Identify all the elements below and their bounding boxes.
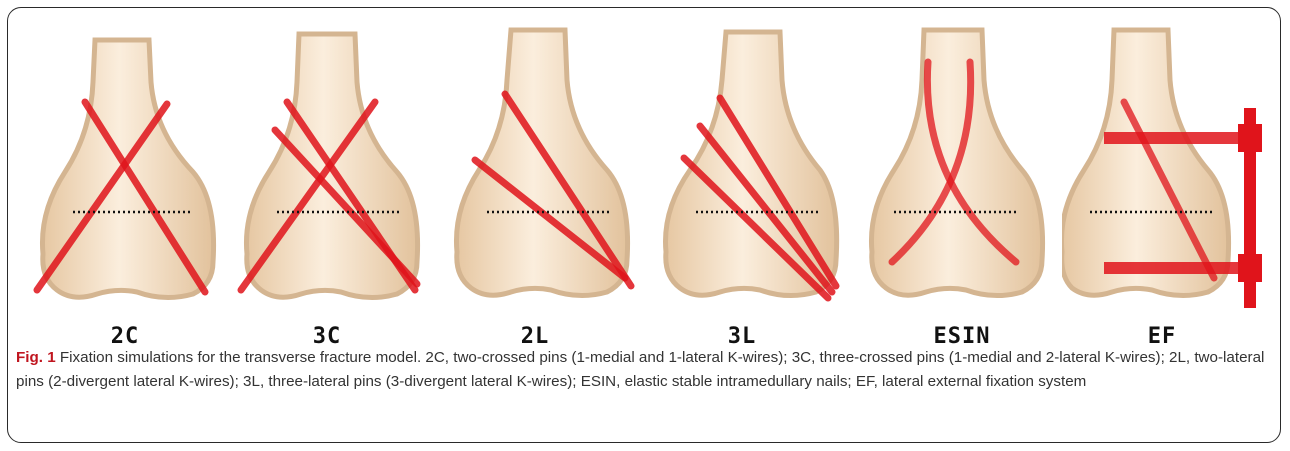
bone-illustration-2l bbox=[435, 22, 635, 322]
bone-illustration-2c bbox=[25, 22, 225, 322]
bone-illustration-ef bbox=[1062, 22, 1272, 322]
bone-illustration-3l bbox=[642, 22, 842, 322]
figure-caption: Fig. 1 Fixation simulations for the tran… bbox=[16, 346, 1274, 394]
panel-2c: 2C bbox=[25, 22, 225, 322]
figure-panels: 2C 3C 2L 3L bbox=[0, 0, 1290, 340]
panel-ef: EF bbox=[1062, 22, 1262, 322]
caption-text: Fixation simulations for the transverse … bbox=[16, 349, 1264, 390]
bone-illustration-esin bbox=[862, 22, 1062, 322]
panel-2l: 2L bbox=[435, 22, 635, 322]
fixator-clamp bbox=[1238, 124, 1262, 152]
panel-3c: 3C bbox=[227, 22, 427, 322]
panel-esin: ESIN bbox=[862, 22, 1062, 322]
bone-illustration-3c bbox=[227, 22, 427, 322]
caption-lead: Fig. 1 bbox=[16, 349, 56, 366]
fixator-clamp bbox=[1238, 254, 1262, 282]
panel-3l: 3L bbox=[642, 22, 842, 322]
fixator-pin-upper bbox=[1104, 132, 1254, 144]
fixator-pin-lower bbox=[1104, 262, 1254, 274]
